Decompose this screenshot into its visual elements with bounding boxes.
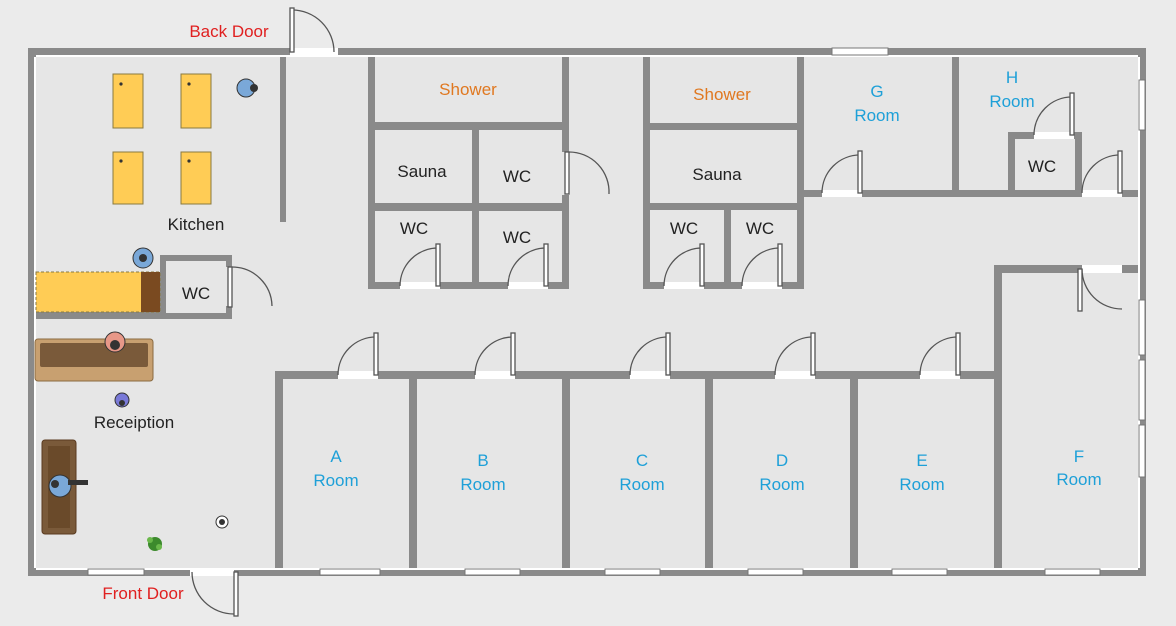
plant-icon [147,537,162,551]
room-d-letter: D [776,451,788,470]
person-icon [48,474,88,498]
person-icon [132,247,154,269]
windows [87,47,1146,576]
door-gaps [190,48,1122,576]
sofa-reception [34,338,154,382]
wc-label: WC [670,219,698,238]
counter [35,271,161,313]
room-g-letter: G [870,82,883,101]
front-door-label: Front Door [102,584,184,603]
wc-label: WC [1028,157,1056,176]
back-door-label: Back Door [189,22,269,41]
room-g-word: Room [854,106,899,125]
wc-kitchen-label: WC [182,284,210,303]
person-icon [236,78,258,98]
room-b-letter: B [477,451,488,470]
reception-label: Receiption [94,413,174,432]
room-e-word: Room [899,475,944,494]
person-icon [215,515,229,529]
room-f-word: Room [1056,470,1101,489]
wc-label: WC [503,167,531,186]
sauna-right-label: Sauna [692,165,742,184]
wc-label: WC [503,228,531,247]
room-a-word: Room [313,471,358,490]
room-c-word: Room [619,475,664,494]
person-icon [114,392,130,408]
person-icon [104,331,126,353]
kitchen-tables [112,73,212,205]
sauna-left-label: Sauna [397,162,447,181]
wc-label: WC [400,219,428,238]
doors [191,7,1123,617]
room-d-word: Room [759,475,804,494]
room-h-letter: H [1006,68,1018,87]
room-e-letter: E [916,451,927,470]
shower-right-label: Shower [693,85,751,104]
shower-left-label: Shower [439,80,497,99]
room-a-letter: A [330,447,342,466]
wc-label: WC [746,219,774,238]
room-b-word: Room [460,475,505,494]
room-f-letter: F [1074,447,1084,466]
room-h-word: Room [989,92,1034,111]
room-c-letter: C [636,451,648,470]
kitchen-label: Kitchen [168,215,225,234]
